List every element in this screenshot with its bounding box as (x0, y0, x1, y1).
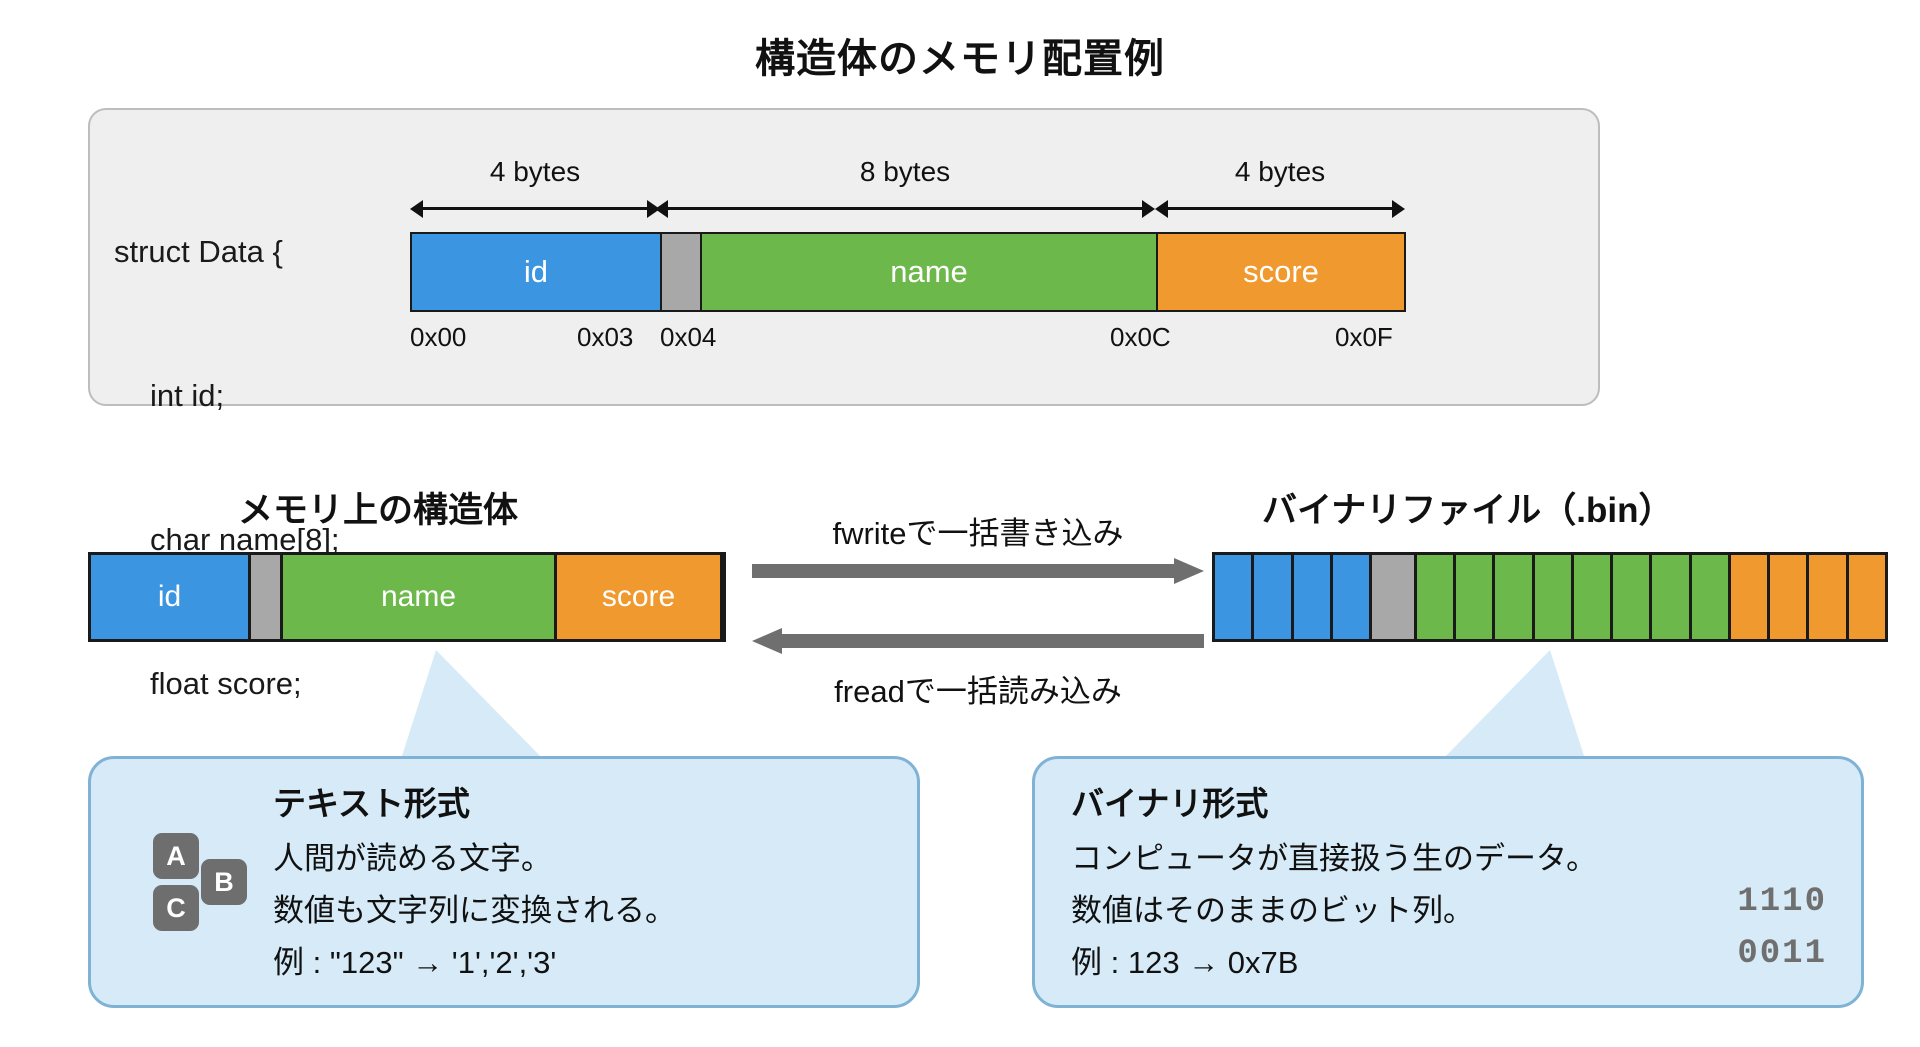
binary-cell-14 (1770, 555, 1810, 639)
address-0x00: 0x00 (410, 322, 467, 352)
memory-struct-heading: メモリ上の構造体 (238, 491, 519, 530)
memory-cell-padding (662, 234, 702, 310)
binary-cell-7 (1495, 555, 1535, 639)
binary-format-callout: バイナリ形式 コンピュータが直接扱う生のデータ。 数値はそのままのビット列。 例… (1032, 756, 1864, 1008)
fread-label: freadで一括読み込み (834, 674, 1122, 709)
binary-cell-0 (1215, 555, 1255, 639)
byte-span-name-label: 8 bytes (859, 156, 951, 187)
binary-cell-1 (1254, 555, 1294, 639)
flow-cell-id: id (91, 555, 251, 639)
binary-format-title: バイナリ形式 (1071, 785, 1269, 822)
address-0x03: 0x03 (577, 322, 634, 352)
address-0x0F: 0x0F (1335, 322, 1393, 352)
struct-layout-card: struct Data { int id; char name[8]; floa… (88, 108, 1600, 845)
code-line-0: struct Data { (114, 234, 283, 269)
binary-cell-11 (1652, 555, 1692, 639)
fread-arrow-icon (752, 628, 1204, 654)
binary-cell-9 (1573, 555, 1614, 639)
binary-cell-2 (1293, 555, 1333, 639)
binary-file-heading: バイナリファイル（.bin） (1262, 491, 1674, 530)
text-format-title: テキスト形式 (273, 785, 471, 822)
text-format-line-1: 数値も文字列に変換される。 (273, 893, 676, 928)
address-0x04: 0x04 (660, 322, 717, 352)
binary-format-line-0: コンピュータが直接扱う生のデータ。 (1071, 841, 1598, 876)
byte-span-score-label: 4 bytes (1234, 156, 1326, 187)
byte-span-id: 4 bytes (410, 156, 660, 230)
letter-tile-a: A (153, 833, 199, 879)
double-arrow-icon (1155, 200, 1405, 218)
code-line-3: float score; (150, 666, 302, 701)
byte-span-id-label: 4 bytes (489, 156, 581, 187)
binary-cell-4 (1372, 555, 1417, 639)
binary-cell-3 (1332, 555, 1373, 639)
memory-cell-score: score (1158, 234, 1404, 310)
memory-struct-bar: id name score (88, 552, 726, 642)
byte-span-name: 8 bytes (655, 156, 1155, 230)
flow-cell-padding (251, 555, 283, 639)
letter-tile-b: B (201, 859, 247, 905)
binary-cell-12 (1691, 555, 1731, 639)
binary-cell-13 (1730, 555, 1771, 639)
binary-cell-8 (1534, 555, 1574, 639)
binary-file-bar (1212, 552, 1888, 642)
binary-cell-10 (1613, 555, 1653, 639)
binary-format-line-1: 数値はそのままのビット列。 (1071, 893, 1474, 928)
bit-row-0: 1110 (1737, 883, 1827, 921)
binary-cell-15 (1809, 555, 1849, 639)
text-format-line-0: 人間が読める文字。 (273, 841, 552, 876)
bit-row-1: 0011 (1737, 935, 1827, 973)
byte-span-score: 4 bytes (1155, 156, 1405, 230)
page-title: 構造体のメモリ配置例 (755, 37, 1165, 81)
binary-cell-16 (1848, 555, 1885, 639)
flow-cell-name: name (283, 555, 557, 639)
memory-cell-name: name (702, 234, 1158, 310)
fwrite-arrow-icon (752, 558, 1204, 584)
struct-memory-bar: id name score (410, 232, 1406, 312)
code-line-2: char name[8]; (150, 522, 340, 557)
binary-format-line-2: 例 : 123 → 0x7B (1071, 945, 1299, 980)
flow-cell-score: score (557, 555, 723, 639)
address-0x0C: 0x0C (1110, 322, 1171, 352)
text-format-callout: テキスト形式 人間が読める文字。 数値も文字列に変換される。 例 : "123"… (88, 756, 920, 1008)
code-line-1: int id; (150, 378, 225, 413)
binary-callout-tail (1440, 650, 1586, 762)
double-arrow-icon (410, 200, 660, 218)
double-arrow-icon (655, 200, 1155, 218)
text-format-line-2: 例 : "123" → '1','2','3' (273, 945, 557, 980)
fwrite-label: fwriteで一括書き込み (832, 516, 1124, 551)
binary-cell-5 (1416, 555, 1457, 639)
letter-tile-c: C (153, 885, 199, 931)
text-callout-tail (400, 650, 546, 762)
binary-cell-6 (1456, 555, 1496, 639)
memory-cell-id: id (412, 234, 662, 310)
